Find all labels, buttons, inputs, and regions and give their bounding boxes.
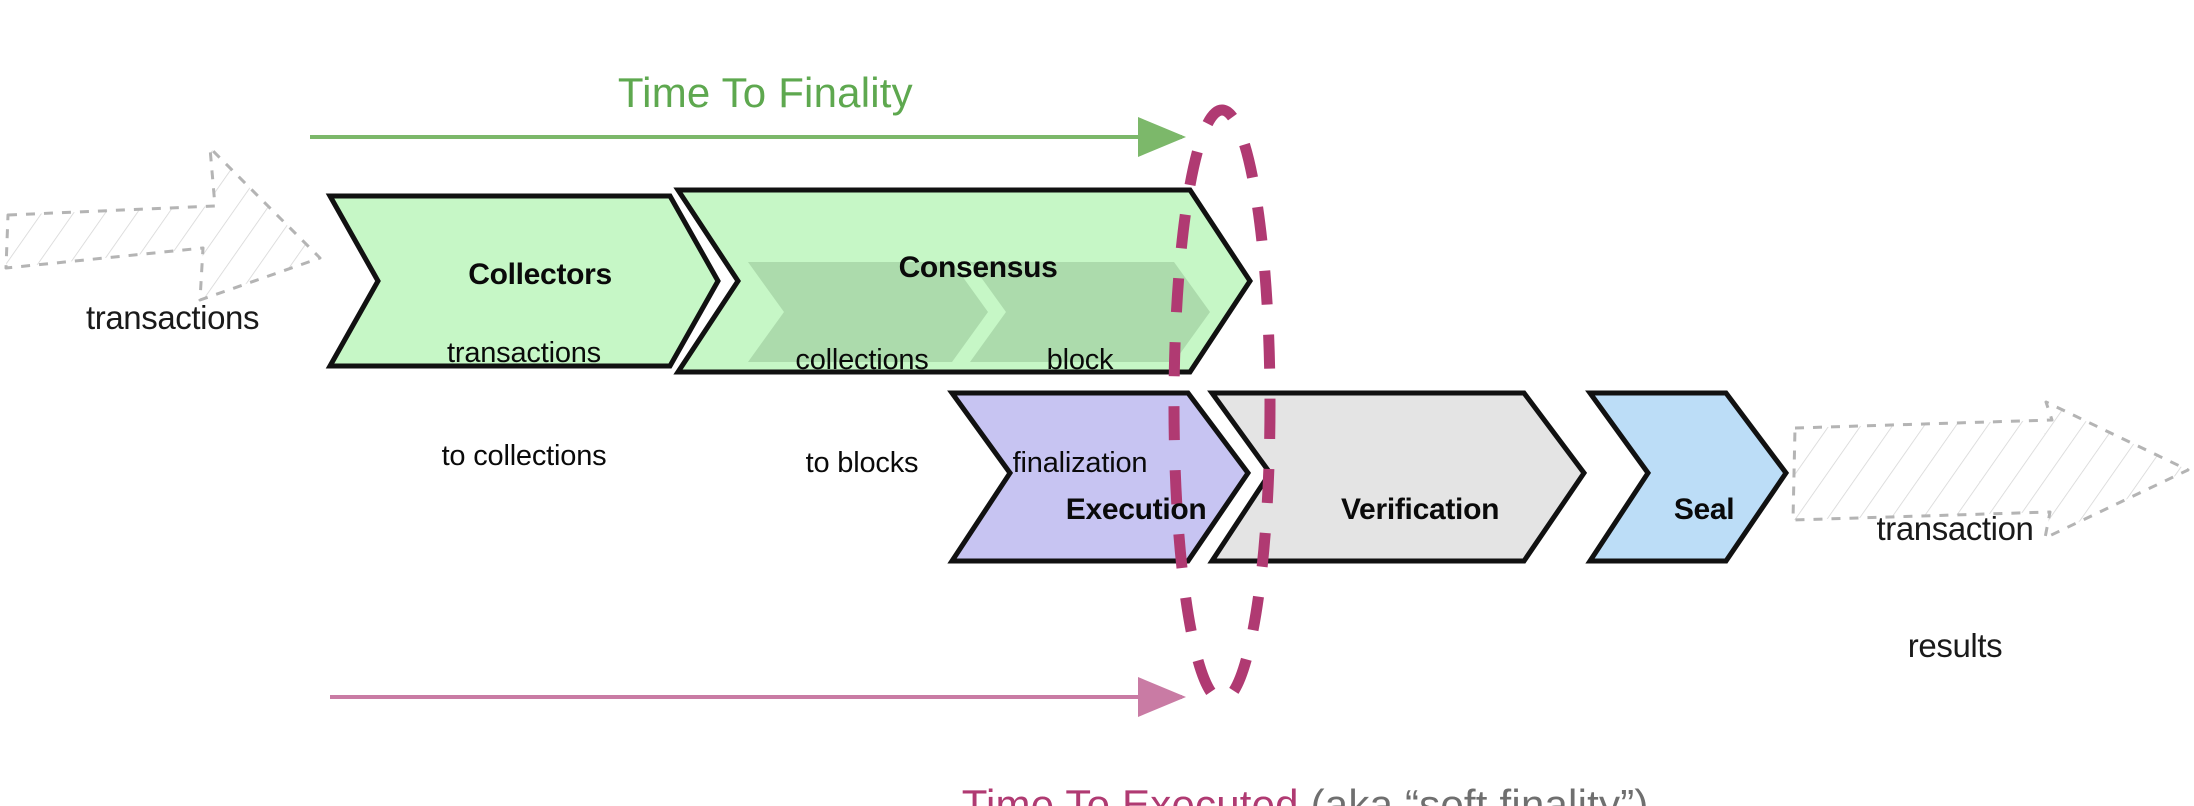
stage-seal-title-text: Seal [1673, 493, 1735, 527]
time-to-executed-title: Time To Executed (aka “soft finality”) [915, 730, 1649, 806]
transactions-input-label: transactions [51, 260, 260, 377]
substage-collections-to-blocks-line-2: to blocks [805, 447, 919, 480]
stage-verification-title: Verification [1309, 457, 1499, 563]
substage-block-finalization-shape[interactable] [970, 262, 1210, 362]
transaction-results-output-label: transaction results [1876, 432, 2033, 744]
substage-block-finalization-label: block finalization [1013, 275, 1148, 549]
stage-collectors-title-text: Collectors [468, 258, 612, 292]
stage-seal-shape[interactable] [1585, 390, 1790, 564]
substage-collections-to-blocks-line-1: collections [795, 344, 929, 377]
stage-collectors-sub-line-2: to collections [441, 440, 607, 473]
stage-collectors-subtitle: transactions to collections [442, 268, 607, 542]
transaction-results-line-2: results [1907, 626, 2003, 664]
stage-consensus-title: Consensus [866, 215, 1058, 321]
time-to-executed-title-note: (aka “soft finality”) [1298, 780, 1649, 806]
stage-collectors-title: Collectors [436, 222, 612, 328]
time-to-finality-title-text: Time To Finality [617, 68, 913, 116]
time-to-executed-title-text: Time To Executed [961, 780, 1299, 806]
stage-execution-title: Execution [1034, 457, 1207, 563]
transaction-results-output-arrow [1791, 400, 2190, 540]
stage-execution-title-text: Execution [1065, 493, 1207, 527]
transactions-input-label-text: transactions [85, 298, 260, 336]
time-to-finality-title: Time To Finality [571, 18, 913, 167]
substage-block-finalization-line-2: finalization [1012, 447, 1148, 480]
finality-boundary-ellipse [1168, 104, 1276, 706]
substage-collections-to-blocks-shape[interactable] [748, 262, 988, 362]
transactions-input-arrow [4, 146, 322, 302]
stage-consensus-title-text: Consensus [898, 251, 1058, 285]
stage-verification-title-text: Verification [1341, 493, 1500, 527]
stage-seal-title: Seal [1642, 457, 1735, 563]
stage-collectors-sub-line-1: transactions [447, 337, 601, 370]
stage-collectors-shape[interactable] [325, 193, 721, 369]
substage-collections-to-blocks-label: collections to blocks [795, 275, 928, 549]
substage-block-finalization-line-1: block [1046, 344, 1114, 377]
transaction-results-line-1: transaction [1876, 509, 2034, 547]
